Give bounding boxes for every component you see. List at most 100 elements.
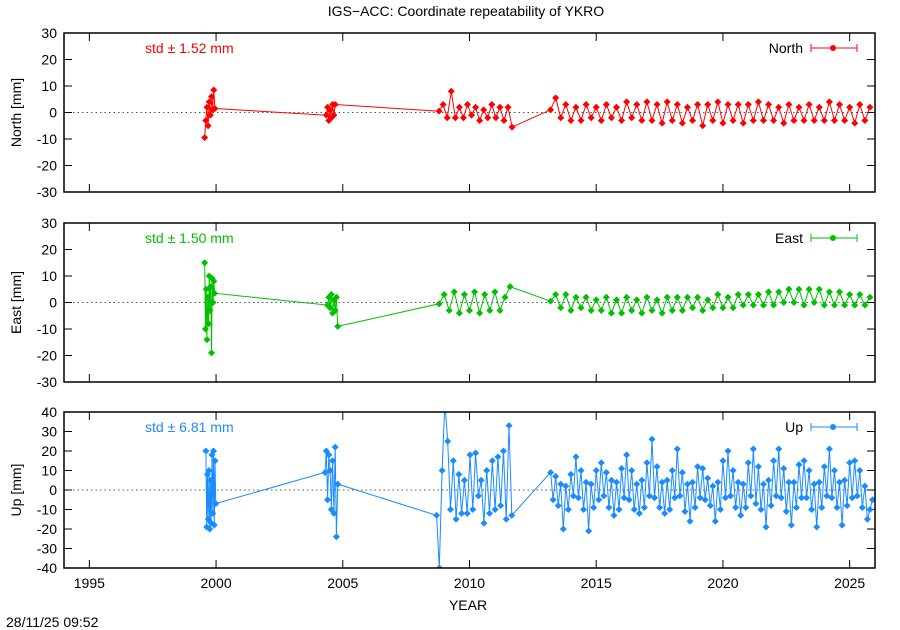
data-point (491, 288, 499, 296)
data-point (651, 494, 659, 502)
data-point (564, 506, 572, 513)
data-point (805, 101, 813, 109)
data-point (792, 504, 800, 512)
data-point (815, 285, 823, 293)
series-line (204, 89, 871, 138)
data-point (841, 116, 849, 124)
data-point (861, 482, 869, 490)
data-point (559, 525, 567, 533)
plot-frame (63, 222, 876, 383)
data-point (734, 478, 742, 486)
data-point (851, 457, 859, 465)
data-point (440, 291, 448, 299)
data-point (744, 291, 752, 299)
data-point (212, 500, 220, 508)
data-point (444, 437, 452, 445)
data-point (209, 299, 217, 306)
data-point (709, 482, 717, 490)
data-point (322, 111, 330, 119)
data-point (752, 500, 760, 508)
data-point (628, 114, 636, 122)
data-point (471, 288, 479, 296)
data-point (547, 297, 555, 305)
data-point (714, 98, 722, 106)
data-point (210, 521, 218, 529)
data-point (205, 467, 213, 474)
data-point (810, 116, 818, 124)
data-point (699, 122, 707, 130)
data-point (480, 106, 488, 114)
data-point (597, 459, 605, 467)
data-point (324, 496, 332, 504)
data-point (209, 509, 217, 517)
data-point (451, 114, 459, 122)
data-point (803, 494, 811, 502)
data-point (330, 509, 338, 517)
data-point (597, 116, 605, 124)
data-point (851, 301, 859, 309)
data-point (638, 309, 646, 317)
data-point (744, 459, 752, 467)
data-point (704, 474, 712, 482)
data-point (671, 494, 679, 502)
data-point (643, 98, 651, 106)
legend-label: Up (785, 419, 803, 435)
data-point (759, 480, 767, 488)
data-point (841, 476, 849, 484)
series-line (204, 262, 871, 353)
data-point (800, 457, 808, 465)
data-point (836, 478, 844, 486)
data-point (207, 283, 215, 291)
data-point (600, 492, 608, 500)
data-point (618, 465, 626, 473)
data-point (716, 506, 724, 513)
data-point (724, 447, 732, 455)
data-point (607, 476, 615, 484)
data-point (721, 494, 729, 502)
data-point (795, 285, 803, 293)
y-tick-label: 30 (41, 424, 57, 440)
data-point (643, 459, 651, 467)
data-point (552, 472, 560, 480)
data-point (848, 494, 856, 502)
legend: North (769, 40, 858, 56)
data-point (645, 492, 653, 500)
data-point (476, 309, 484, 317)
data-point (754, 98, 762, 106)
data-point (445, 306, 453, 314)
x-tick-label: 1995 (74, 575, 105, 591)
y-tick-label: -20 (37, 158, 57, 174)
data-point (492, 114, 500, 122)
data-point (592, 296, 600, 304)
data-point (780, 119, 788, 127)
data-point (754, 463, 762, 471)
data-point (828, 494, 836, 502)
data-point (798, 494, 806, 502)
data-point (623, 451, 631, 459)
data-point (749, 301, 757, 309)
data-point (795, 103, 803, 111)
data-point (562, 101, 570, 109)
data-point (843, 502, 851, 510)
data-point (481, 291, 489, 299)
data-point (331, 306, 339, 314)
data-point (582, 478, 590, 486)
data-point (587, 114, 595, 122)
data-point (557, 480, 565, 488)
data-point (206, 306, 214, 314)
data-point (759, 301, 767, 309)
y-tick-label: -20 (37, 348, 57, 364)
data-point (836, 101, 844, 109)
data-point (714, 291, 722, 299)
data-point (580, 506, 588, 513)
data-point (463, 509, 471, 517)
data-point (838, 521, 846, 529)
y-tick-label: -10 (37, 131, 57, 147)
y-tick-label: 40 (41, 404, 57, 420)
data-point (770, 116, 778, 124)
data-point (488, 457, 496, 465)
data-point (552, 94, 560, 102)
plot-frame (63, 32, 876, 193)
